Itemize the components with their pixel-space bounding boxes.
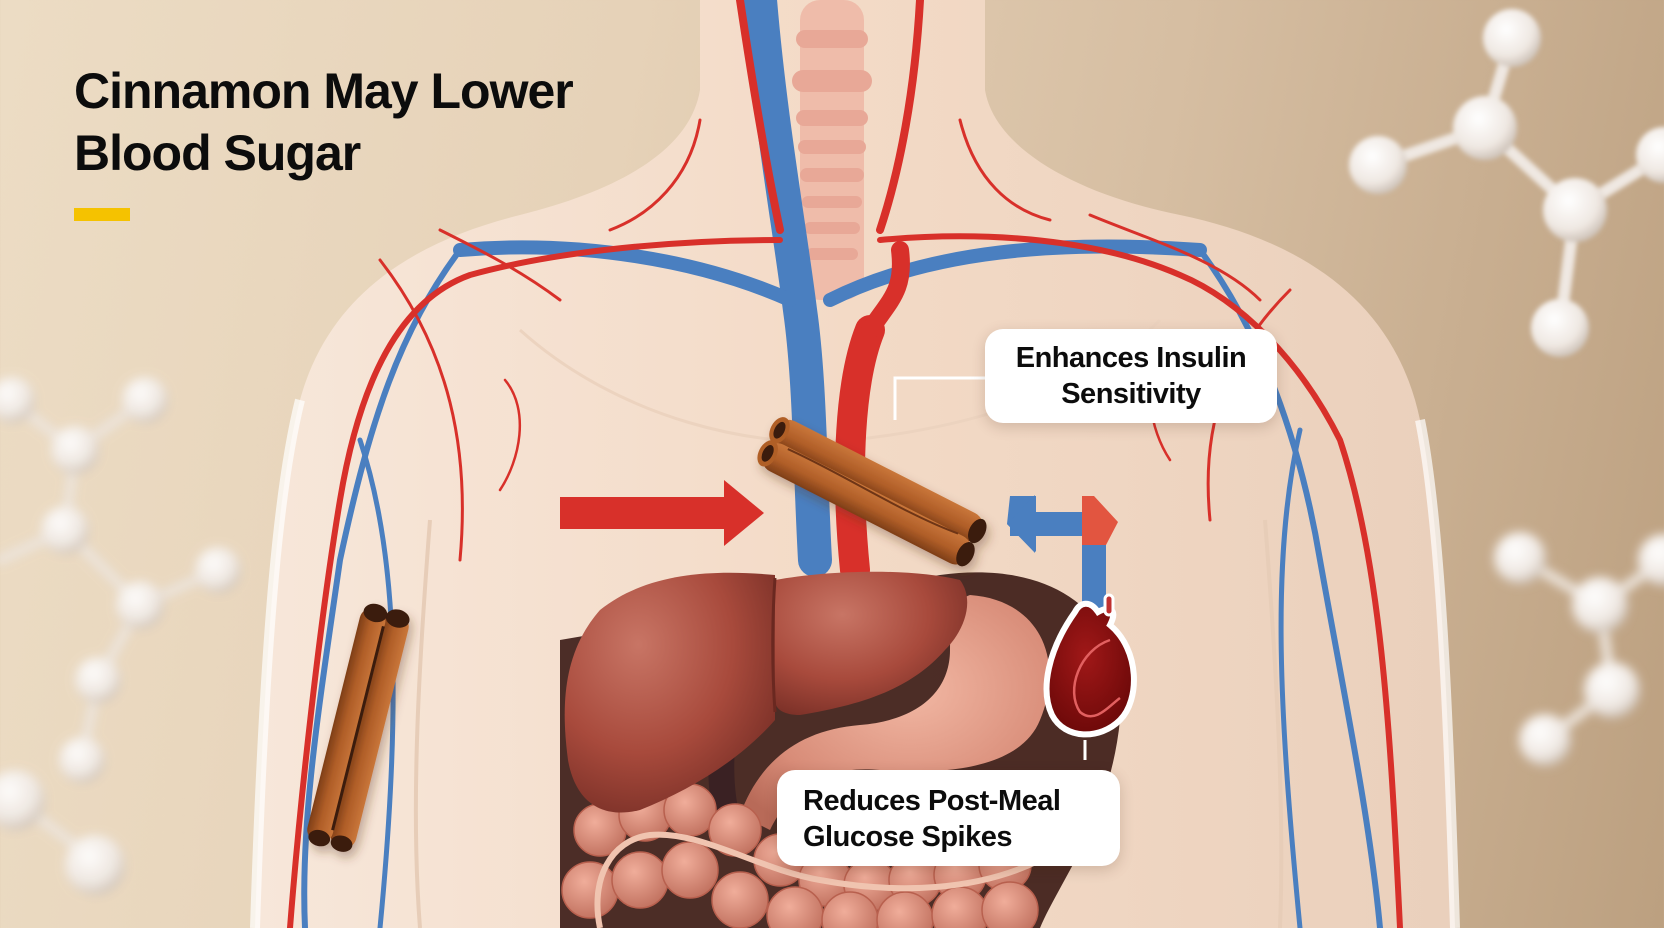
pancreas-organ <box>1043 593 1137 760</box>
callout-text-line-1: Reduces Post-Meal <box>803 785 1061 817</box>
page-title-line-1: Cinnamon May Lower <box>74 63 574 119</box>
callout-text-line-1: Enhances Insulin <box>1015 342 1247 374</box>
page-title-line-2: Blood Sugar <box>74 125 361 181</box>
molecule-right-bottom-icon <box>1494 532 1664 766</box>
callout-text-line-2: Sensitivity <box>1061 378 1201 410</box>
arrow-left-blue-up-red-icon <box>1007 495 1118 610</box>
callout-glucose-spikes: Reduces Post-Meal Glucose Spikes <box>777 770 1120 866</box>
cinnamon-stick-chest-icon <box>757 417 987 567</box>
arrow-right-red-icon <box>560 480 764 546</box>
molecule-right-top-icon <box>1349 9 1664 357</box>
title-block: Cinnamon May Lower Blood Sugar <box>74 60 574 221</box>
title-accent-bar <box>74 208 130 221</box>
callout-text-line-2: Glucose Spikes <box>803 821 1013 853</box>
molecule-left-icon <box>0 377 241 895</box>
cinnamon-stick-arm-icon <box>307 603 410 852</box>
trachea <box>792 0 872 300</box>
abdomen-organs <box>560 571 1121 928</box>
callout-insulin-sensitivity: Enhances Insulin Sensitivity <box>985 329 1277 423</box>
